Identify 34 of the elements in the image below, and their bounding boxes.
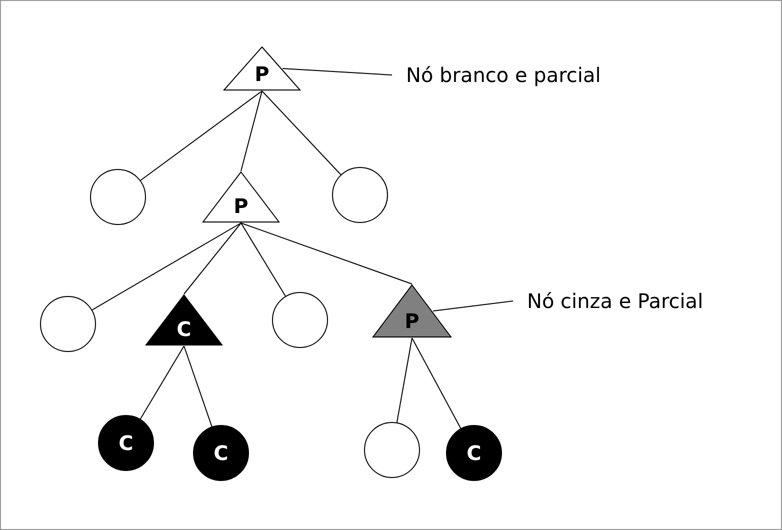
leader-line [432,300,514,312]
tree-edge [240,90,262,172]
tree-edge [184,222,242,294]
node-letter: P [254,63,270,85]
tree-edge [92,222,242,310]
circle-node [446,425,502,481]
leader-line [282,68,392,76]
tree-edge [262,90,342,176]
node-letter: P [234,195,248,217]
node-letter: C [466,442,482,464]
annotation-text: Nó cinza e Parcial [527,289,704,313]
tree-edge [396,338,412,423]
circle-node [364,422,420,478]
node-letter: P [404,310,420,332]
tree-edge [140,90,262,181]
circle-node [332,167,388,223]
node-letter: C [176,318,192,340]
circle-node [193,425,249,481]
tree-edge [240,222,286,297]
circle-node [40,296,96,352]
circle-node [98,415,154,471]
tree-edge [140,346,184,420]
triangle-node [223,46,301,91]
triangle-node [372,284,452,338]
tree-edge [412,338,462,429]
node-letter: C [118,432,134,454]
circle-node [272,292,328,348]
tree-edge [240,222,412,284]
annotation-text: Nó branco e parcial [406,63,601,87]
triangle-node [202,171,280,223]
node-letter: C [214,442,228,464]
tree-edge [184,346,212,428]
triangle-node [145,294,223,346]
circle-node [90,169,146,225]
